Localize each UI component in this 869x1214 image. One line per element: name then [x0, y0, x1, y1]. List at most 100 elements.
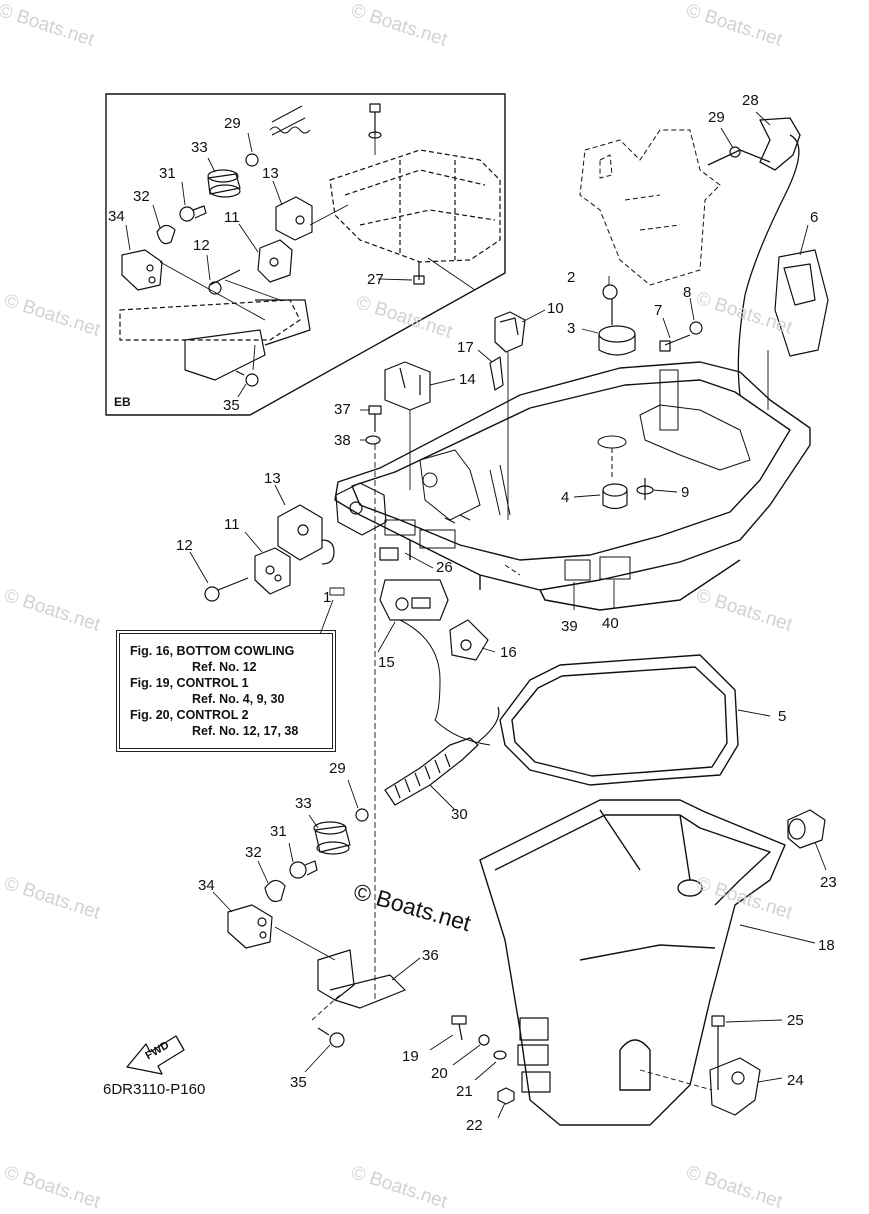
bracket-36 — [317, 949, 406, 1009]
inset-callout-13: 13 — [262, 165, 279, 182]
callout-27: 27 — [367, 271, 384, 288]
callout-35: 35 — [290, 1074, 307, 1091]
ref-line-3-title: Fig. 20, CONTROL 2 — [130, 708, 249, 722]
callout-labels: 1 2 3 4 5 6 7 8 9 10 11 12 13 14 15 16 1… — [108, 92, 837, 1134]
callout-1: 1 — [323, 589, 331, 606]
callout-24: 24 — [787, 1072, 804, 1089]
part-code: 6DR3110-P160 — [103, 1081, 206, 1098]
inset-callout-35: 35 — [223, 397, 240, 414]
inset-bolt-27 — [413, 262, 425, 285]
fwd-text: FWD — [144, 1039, 172, 1062]
screw-25 — [711, 1015, 725, 1090]
callout-3: 3 — [567, 320, 575, 337]
callout-32: 32 — [245, 844, 262, 861]
inset-knob-33 — [207, 169, 241, 198]
callout-20: 20 — [431, 1065, 448, 1082]
callout-12: 12 — [176, 537, 193, 554]
callout-33: 33 — [295, 795, 312, 812]
callout-29-top: 29 — [708, 109, 725, 126]
grommet-31-main — [289, 860, 318, 879]
reference-box: Fig. 16, BOTTOM COWLING Ref. No. 12 Fig.… — [116, 630, 336, 752]
inset-callout-32: 32 — [133, 188, 150, 205]
bolt-37 — [368, 405, 382, 432]
knob-33-main — [313, 821, 351, 855]
callout-9: 9 — [681, 484, 689, 501]
inset-callout-29: 29 — [224, 115, 241, 132]
bracket-13-main — [277, 504, 335, 565]
inset-callout-11: 11 — [224, 209, 240, 226]
callout-5: 5 — [778, 708, 786, 725]
callout-17: 17 — [457, 339, 474, 356]
nut-22 — [497, 1087, 515, 1105]
inset-callout-33: 33 — [191, 139, 208, 156]
screw-35-main — [311, 994, 345, 1048]
holder-14 — [384, 361, 431, 490]
callout-11: 11 — [224, 516, 240, 533]
pan-dashed — [504, 448, 613, 576]
bolt-9 — [636, 478, 654, 500]
ref-line-2-ref: Ref. No. 4, 9, 30 — [192, 692, 285, 706]
callout-26: 26 — [436, 559, 453, 576]
callout-leaders — [125, 111, 827, 1119]
carburetor-assembly — [579, 129, 721, 286]
washer-32-main — [264, 879, 286, 903]
inset-bracket-plate — [119, 299, 311, 381]
hose-28 — [707, 117, 801, 396]
grommet-4 — [602, 483, 628, 510]
inset-clip-29 — [245, 153, 259, 167]
inset-plate-11 — [257, 239, 293, 283]
callout-13: 13 — [264, 470, 281, 487]
plate-11-main — [254, 547, 291, 595]
washer-8 — [689, 321, 703, 335]
inset-grommet-31 — [179, 205, 207, 222]
callout-34: 34 — [198, 877, 215, 894]
clip-29-top — [729, 146, 741, 158]
inset-callout-31: 31 — [159, 165, 176, 182]
bolt-19 — [451, 1015, 467, 1041]
inset-spring-29 — [269, 105, 311, 136]
washer-20 — [478, 1034, 490, 1046]
bracket-6 — [767, 249, 829, 410]
cowling-latches — [517, 1017, 551, 1093]
callout-18: 18 — [818, 937, 835, 954]
callout-4: 4 — [561, 489, 569, 506]
bolt-2 — [602, 284, 618, 325]
callout-15: 15 — [378, 654, 395, 671]
lower-cowling-18 — [479, 799, 786, 1126]
inset-holder-34 — [121, 249, 163, 291]
inset-callout-34: 34 — [108, 208, 125, 225]
callout-22: 22 — [466, 1117, 483, 1134]
inset-frame — [105, 93, 506, 416]
screw-12-main — [204, 577, 249, 602]
callout-10: 10 — [547, 300, 564, 317]
callout-36: 36 — [422, 947, 439, 964]
grommet-10 — [494, 311, 526, 520]
callout-2: 2 — [567, 269, 575, 286]
callout-8: 8 — [683, 284, 691, 301]
label-26 — [379, 547, 399, 561]
callout-39: 39 — [561, 618, 578, 635]
callout-6: 6 — [810, 209, 818, 226]
callout-19: 19 — [402, 1048, 419, 1065]
inset-screw-35 — [235, 370, 259, 387]
inset-screw-12 — [208, 269, 241, 295]
washer-38 — [365, 435, 381, 445]
switch-15 — [379, 579, 449, 621]
callout-21: 21 — [456, 1083, 473, 1100]
pan-internals — [384, 369, 751, 581]
inset-cowling — [329, 149, 501, 263]
gasket-5 — [499, 654, 739, 786]
bottom-cowling-pan — [334, 361, 811, 611]
callout-30: 30 — [451, 806, 468, 823]
holder-34-main — [227, 904, 336, 961]
grommet-3 — [598, 325, 636, 356]
inset-callout-12: 12 — [193, 237, 210, 254]
inset-label: EB — [114, 395, 131, 409]
callout-7: 7 — [654, 302, 662, 319]
pivot-bracket-main — [335, 482, 387, 536]
callout-37: 37 — [334, 401, 351, 418]
callout-31: 31 — [270, 823, 287, 840]
inset-bracket-13 — [275, 196, 313, 241]
ref-line-3-ref: Ref. No. 12, 17, 38 — [192, 724, 299, 738]
ref-line-1-title: Fig. 16, BOTTOM COWLING — [130, 644, 295, 658]
